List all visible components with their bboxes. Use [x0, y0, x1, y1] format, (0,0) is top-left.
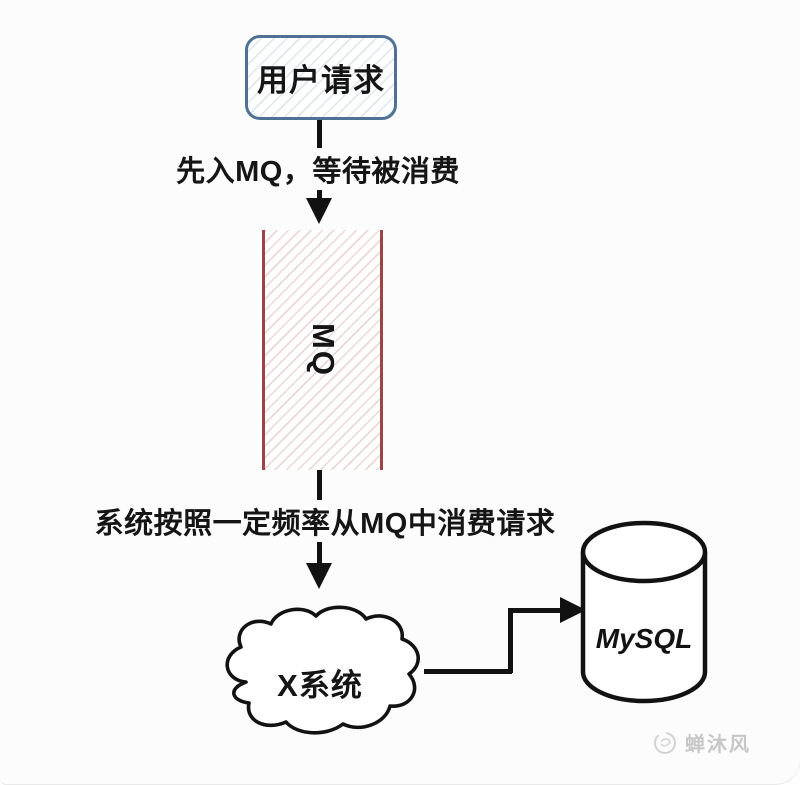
arrow-mq-to-system-head	[306, 563, 332, 589]
edge-label-enqueue: 先入MQ，等待被消费	[170, 148, 466, 190]
node-user-request-label: 用户请求	[257, 63, 385, 98]
connector-system-to-mysql-seg1	[424, 669, 512, 674]
node-user-request: 用户请求	[245, 35, 397, 120]
mysql-cylinder: MySQL	[580, 520, 708, 704]
connector-system-to-mysql-seg3	[508, 608, 562, 613]
cloud-shape	[225, 605, 420, 735]
connector-system-to-mysql-seg2	[508, 608, 513, 673]
edge-label-consume: 系统按照一定频率从MQ中消费请求	[88, 500, 562, 542]
node-x-system-label: X系统	[277, 668, 363, 703]
node-mq-label: MQ	[305, 323, 341, 377]
watermark: 蝉沐风	[652, 728, 751, 757]
node-mq: MQ	[262, 230, 383, 470]
arrow-user-to-mq-head	[306, 198, 332, 224]
node-mysql-label: MySQL	[596, 623, 692, 654]
watermark-label: 蝉沐风	[685, 734, 751, 756]
cicada-logo-icon	[654, 731, 676, 754]
